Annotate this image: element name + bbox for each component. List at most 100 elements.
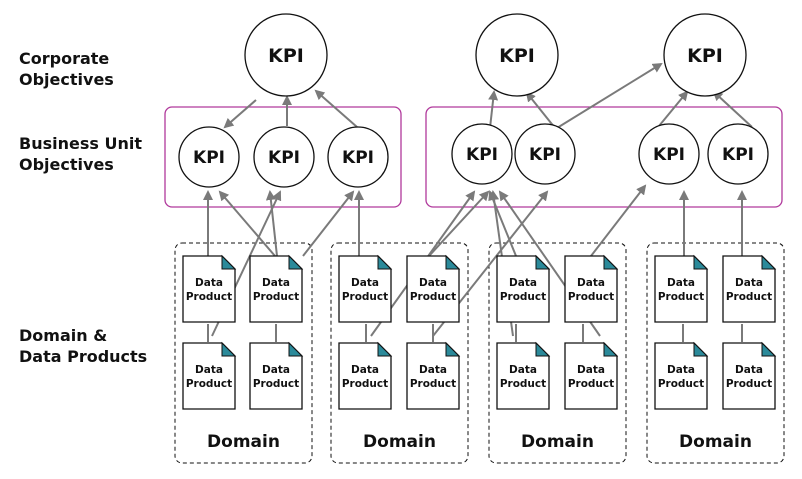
document-corner-fold	[221, 341, 237, 357]
bu-kpi-3: KPI	[327, 126, 389, 188]
connector-arrow	[590, 184, 647, 257]
data-product-label-line1: Data	[351, 277, 379, 289]
connector-arrow	[218, 190, 276, 257]
connector-arrow	[314, 89, 358, 128]
document-icon	[496, 342, 550, 410]
business-unit-box-1	[164, 106, 402, 208]
domain-label: Domain	[363, 432, 436, 452]
data-product-label-line1: Data	[667, 364, 695, 376]
bu-kpi-4: KPI	[451, 123, 513, 185]
document-corner-fold	[445, 341, 461, 357]
document-icon	[249, 342, 303, 410]
data-product-label-line1: Data	[577, 364, 605, 376]
document-icon	[654, 342, 708, 410]
kpi-circle	[451, 123, 513, 185]
document-corner-fold	[535, 254, 551, 270]
data-product-label-line1: Data	[351, 364, 379, 376]
document-corner-fold	[535, 341, 551, 357]
connector-arrow	[556, 62, 663, 129]
data-product-label-line2: Product	[568, 378, 614, 390]
document-icon	[182, 255, 236, 323]
document-corner-fold	[221, 254, 237, 270]
data-product-label-line2: Product	[410, 378, 456, 390]
document-icon	[249, 255, 303, 323]
kpi-circle	[178, 126, 240, 188]
bu-kpi-5: KPI	[514, 123, 576, 185]
kpi-label: KPI	[193, 148, 225, 168]
data-product-label-line1: Data	[735, 364, 763, 376]
kpi-label: KPI	[653, 145, 685, 165]
data-product-label-line2: Product	[342, 378, 388, 390]
data-product-label-line2: Product	[253, 291, 299, 303]
data-product-label-line2: Product	[500, 378, 546, 390]
data-product-label-line2: Product	[342, 291, 388, 303]
kpi-label: KPI	[499, 45, 535, 67]
data-product-label-line1: Data	[195, 277, 223, 289]
document-icon	[406, 342, 460, 410]
data-product-label-line1: Data	[419, 277, 447, 289]
bu-kpi-6: KPI	[638, 123, 700, 185]
kpi-label: KPI	[529, 145, 561, 165]
connector-arrow	[658, 90, 689, 127]
bu-kpi-1: KPI	[178, 126, 240, 188]
document-icon	[338, 255, 392, 323]
document-icon	[722, 342, 776, 410]
data-product-label-line2: Product	[726, 291, 772, 303]
kpi-circle	[253, 126, 315, 188]
row-label-domain-data-products: Domain & Data Products	[19, 326, 148, 366]
kpi-circle	[244, 13, 328, 97]
data-product-label-line2: Product	[410, 291, 456, 303]
kpi-label: KPI	[722, 145, 754, 165]
data-product-label-line1: Data	[262, 277, 290, 289]
document-corner-fold	[693, 341, 709, 357]
corporate-kpi-2: KPI	[475, 13, 559, 97]
connector-arrow	[712, 90, 753, 128]
data-product-label-line2: Product	[500, 291, 546, 303]
data-product-label-line2: Product	[658, 378, 704, 390]
data-product-label-line1: Data	[667, 277, 695, 289]
kpi-label: KPI	[268, 45, 304, 67]
data-product-label-line2: Product	[186, 378, 232, 390]
document-icon	[182, 342, 236, 410]
document-corner-fold	[603, 254, 619, 270]
kpi-label: KPI	[466, 145, 498, 165]
connector-arrow	[302, 190, 355, 257]
document-corner-fold	[288, 254, 304, 270]
corporate-kpi-1: KPI	[244, 13, 328, 97]
document-icon	[564, 342, 618, 410]
kpi-circle	[638, 123, 700, 185]
data-product-label-line2: Product	[726, 378, 772, 390]
data-product-label-line2: Product	[253, 378, 299, 390]
kpi-circle	[707, 123, 769, 185]
domain-label: Domain	[521, 432, 594, 452]
connector-arrow	[223, 99, 257, 129]
business-unit-box-2	[425, 106, 783, 208]
kpi-label: KPI	[687, 45, 723, 67]
document-corner-fold	[377, 341, 393, 357]
domain-label: Domain	[207, 432, 280, 452]
bu-kpi-2: KPI	[253, 126, 315, 188]
connector-arrow	[428, 190, 490, 257]
document-corner-fold	[761, 341, 777, 357]
connector-arrow	[525, 91, 556, 129]
row-label-business-unit-objectives: Business Unit Objectives	[19, 134, 142, 174]
connector-arrow	[488, 90, 499, 129]
document-corner-fold	[693, 254, 709, 270]
document-corner-fold	[603, 341, 619, 357]
